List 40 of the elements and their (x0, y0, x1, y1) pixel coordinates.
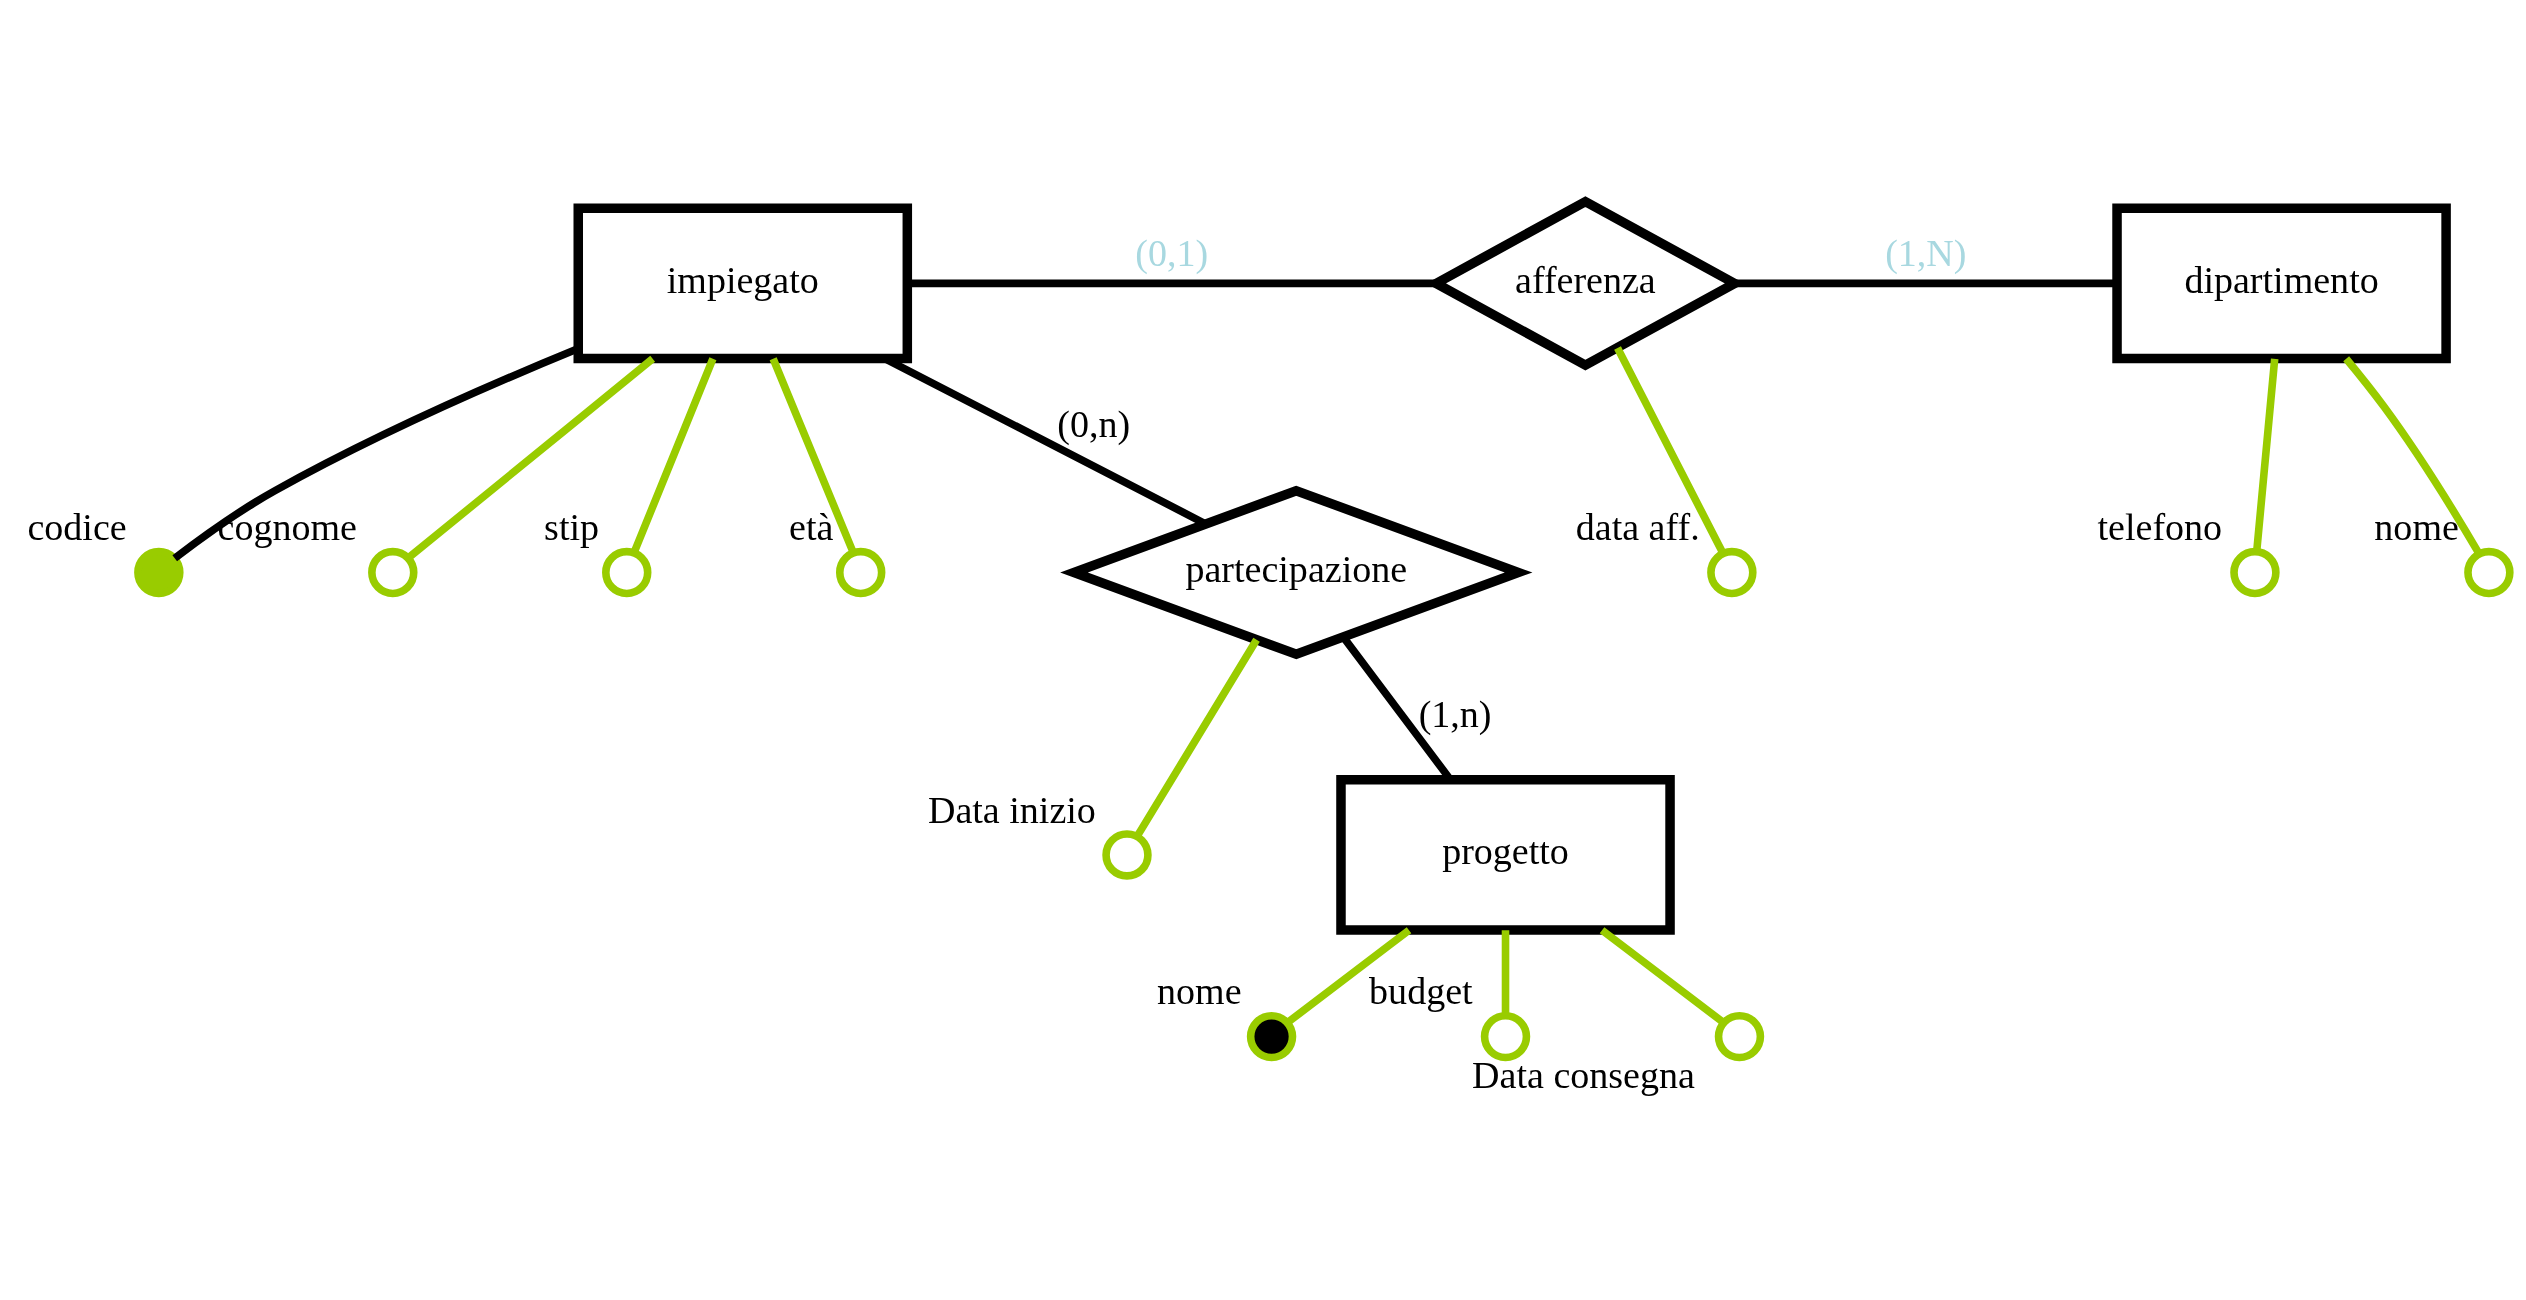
edge-label: (0,1) (1135, 231, 1209, 274)
node-label: Data inizio (927, 788, 1096, 831)
node-label: cognome (217, 505, 357, 548)
node-dot (134, 547, 184, 597)
connector (1134, 637, 1260, 838)
connector (2252, 357, 2279, 552)
node-circle (1714, 1011, 1765, 1061)
connector (1285, 926, 1412, 1025)
node-circle (1480, 1011, 1531, 1061)
node-box: progetto (1336, 774, 1675, 935)
node-box: dipartimento (2112, 203, 2451, 363)
node-circle (2464, 547, 2514, 597)
edge-label: (0,n) (1057, 402, 1131, 445)
node-circle (368, 547, 418, 597)
connector (769, 356, 857, 554)
node-circle (2230, 547, 2280, 597)
node-label: stip (544, 505, 600, 548)
node-label: telefono (2097, 505, 2223, 548)
connector (406, 355, 656, 561)
node-label: data aff. (1575, 505, 1700, 548)
edge-label: (1,n) (1418, 692, 1492, 735)
node-box: impiegato (573, 203, 913, 363)
node-label: nome (1157, 969, 1242, 1012)
node-label: budget (1369, 969, 1473, 1012)
node-label: nome (2374, 505, 2459, 548)
connector (1614, 345, 1727, 555)
connector (1501, 929, 1510, 1015)
node-label: età (789, 505, 834, 548)
connector (2343, 355, 2483, 556)
node-circle (1102, 829, 1152, 880)
node-dot (1246, 1011, 1297, 1061)
node-circle (602, 547, 652, 597)
connector (1599, 926, 1726, 1025)
connector (630, 356, 717, 554)
edge-label: (1,N) (1885, 231, 1967, 274)
node-label: Data consegna (1472, 1053, 1695, 1096)
node-label: codice (27, 505, 127, 548)
node-diamond: partecipazione (1060, 485, 1533, 659)
node-circle (1707, 547, 1757, 597)
node-circle (836, 547, 886, 597)
